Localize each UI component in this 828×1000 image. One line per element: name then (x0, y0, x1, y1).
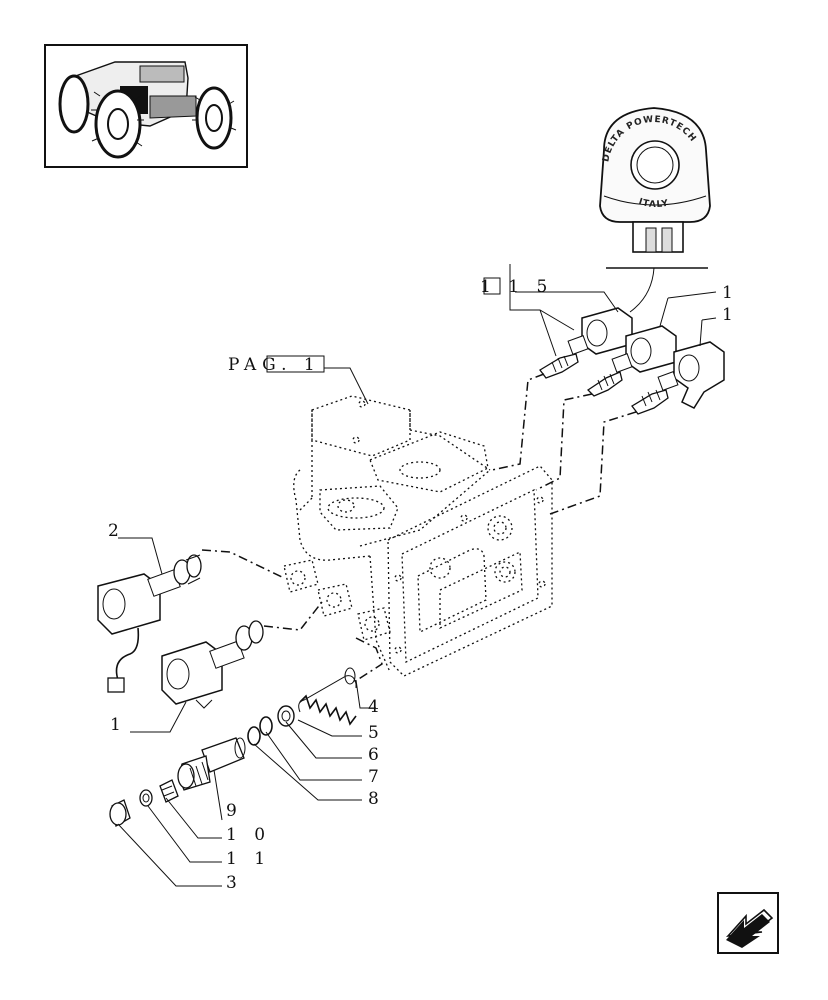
washer-6 (277, 705, 295, 727)
callout-11: 1 1 (226, 849, 271, 869)
solenoid-valve-1 (161, 620, 264, 709)
callout-9: 9 (226, 801, 243, 821)
callout-1-upper-b: 1 (722, 305, 739, 325)
spring-4-5 (298, 667, 357, 726)
plug-3 (109, 799, 131, 828)
callout-10: 1 0 (226, 825, 271, 845)
label-pag-ref: PAG. 1 (228, 355, 321, 375)
tractor-thumbnail-icon (44, 44, 248, 168)
upper-solenoid-valve-c (631, 341, 725, 415)
callout-4: 4 (368, 697, 385, 717)
callout-5: 5 (368, 723, 385, 743)
valve-body (283, 395, 553, 677)
callout-1-upper-a: 1 (722, 283, 739, 303)
back-arrow-icon[interactable] (717, 892, 779, 954)
o-ring-8 (247, 726, 261, 746)
callout-2: 2 (108, 521, 125, 541)
callout-3: 3 (226, 873, 243, 893)
upper-solenoid-valve-a (539, 307, 633, 379)
callout-6: 6 (368, 745, 385, 765)
callout-8: 8 (368, 789, 385, 809)
solenoid-valve-2 (97, 554, 202, 693)
washer-11 (139, 789, 153, 807)
spool-9 (177, 737, 246, 791)
part-10 (159, 779, 179, 803)
solenoid-coil-detail: DELTA POWERTECH ITALY (599, 107, 711, 313)
coil-stamp-bottom: ITALY (637, 197, 670, 210)
o-ring-7 (259, 716, 273, 736)
callout-7: 7 (368, 767, 385, 787)
callout-1-lower: 1 (110, 715, 127, 735)
label-ref-115: 1 1 5 (480, 277, 553, 297)
